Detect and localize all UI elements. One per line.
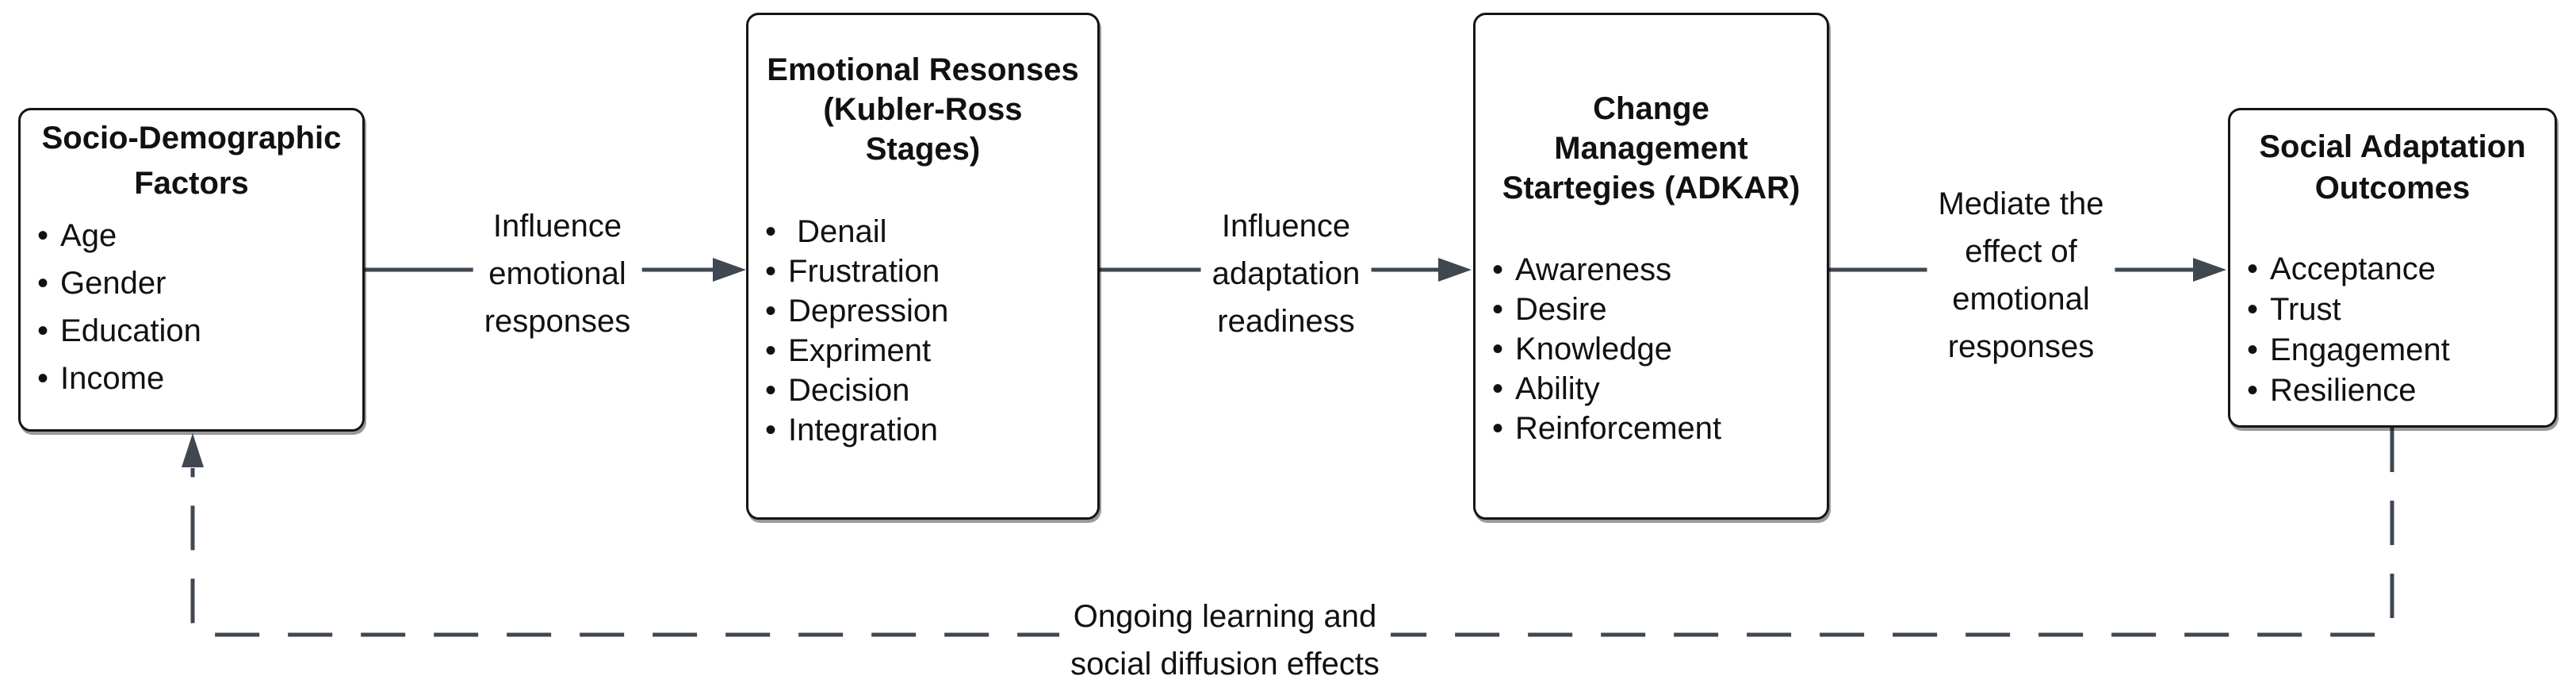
list-item: Awareness xyxy=(1492,250,1827,290)
arrow-label-line: Mediate the xyxy=(1938,186,2104,221)
arrow-label-line: responses xyxy=(1947,329,2095,364)
box-title-line: Socio-Demographic xyxy=(41,121,342,156)
list-item: Integration xyxy=(765,410,1097,450)
arrowhead-right-icon xyxy=(2193,258,2226,282)
list-item: Income xyxy=(37,355,362,402)
list-item: Expriment xyxy=(765,331,1097,371)
feedback-loop-label: Ongoing learning and social diffusion ef… xyxy=(1059,593,1391,688)
box-title-line: Change xyxy=(1593,91,1709,126)
box-title: Change Management Startegies (ADKAR) xyxy=(1476,89,1827,208)
arrow-label-mediate-effect: Mediate the effect of emotional response… xyxy=(1927,180,2115,371)
list-item: Gender xyxy=(37,259,362,307)
list-item: Denail xyxy=(765,212,1097,252)
arrow-label-influence-emotional: Influence emotional responses xyxy=(473,202,642,345)
bullet-list: Awareness Desire Knowledge Ability Reinf… xyxy=(1476,250,1827,448)
box-title-line: Emotional Resonses xyxy=(767,52,1079,87)
box-social-adaptation-outcomes: Social Adaptation Outcomes Acceptance Tr… xyxy=(2228,108,2557,428)
list-item: Age xyxy=(37,212,362,259)
feedback-label-line: social diffusion effects xyxy=(1070,647,1380,682)
box-title-line: Startegies (ADKAR) xyxy=(1502,171,1801,205)
list-item: Engagement xyxy=(2247,330,2555,371)
box-title: Socio-Demographic Factors xyxy=(21,116,362,206)
box-title-line: Social Adaptation xyxy=(2259,129,2526,164)
arrowhead-up-icon xyxy=(182,433,204,467)
box-title-line: Factors xyxy=(134,166,249,201)
bullet-list: Acceptance Trust Engagement Resilience xyxy=(2230,249,2555,411)
arrowhead-right-icon xyxy=(1438,258,1472,282)
list-item: Frustration xyxy=(765,252,1097,291)
list-item: Ability xyxy=(1492,369,1827,409)
arrow-label-line: effect of xyxy=(1965,234,2077,269)
list-item: Decision xyxy=(765,371,1097,410)
arrowhead-right-icon xyxy=(713,258,746,282)
box-title-line: Management xyxy=(1554,131,1748,166)
list-item: Education xyxy=(37,307,362,355)
list-item: Knowledge xyxy=(1492,329,1827,369)
arrow-label-line: responses xyxy=(484,304,631,339)
arrow-label-line: emotional xyxy=(488,256,626,291)
arrow-label-line: adaptation xyxy=(1211,256,1361,291)
box-title: Emotional Resonses (Kubler-Ross Stages) xyxy=(748,50,1097,169)
arrow-label-influence-adaptation: Influence adaptation readiness xyxy=(1200,202,1372,345)
box-title: Social Adaptation Outcomes xyxy=(2230,126,2555,209)
arrow-label-line: Influence xyxy=(492,209,622,244)
box-title-line: (Kubler-Ross xyxy=(823,92,1023,127)
box-emotional-responses: Emotional Resonses (Kubler-Ross Stages) … xyxy=(746,13,1100,520)
arrow-label-line: Influence xyxy=(1221,209,1351,244)
list-item: Depression xyxy=(765,291,1097,331)
feedback-label-line: Ongoing learning and xyxy=(1073,599,1377,634)
box-title-line: Outcomes xyxy=(2314,171,2471,205)
bullet-list: Age Gender Education Income xyxy=(21,212,362,402)
arrow-label-line: readiness xyxy=(1217,304,1355,339)
box-title-line: Stages) xyxy=(865,132,981,167)
box-socio-demographic-factors: Socio-Demographic Factors Age Gender Edu… xyxy=(18,108,365,432)
box-change-management-strategies: Change Management Startegies (ADKAR) Awa… xyxy=(1473,13,1829,520)
list-item: Desire xyxy=(1492,290,1827,329)
list-item: Trust xyxy=(2247,290,2555,330)
list-item: Acceptance xyxy=(2247,249,2555,290)
list-item: Reinforcement xyxy=(1492,409,1827,448)
list-item: Resilience xyxy=(2247,371,2555,411)
bullet-list: Denail Frustration Depression Expriment … xyxy=(748,212,1097,450)
arrow-label-line: emotional xyxy=(1952,282,2090,317)
